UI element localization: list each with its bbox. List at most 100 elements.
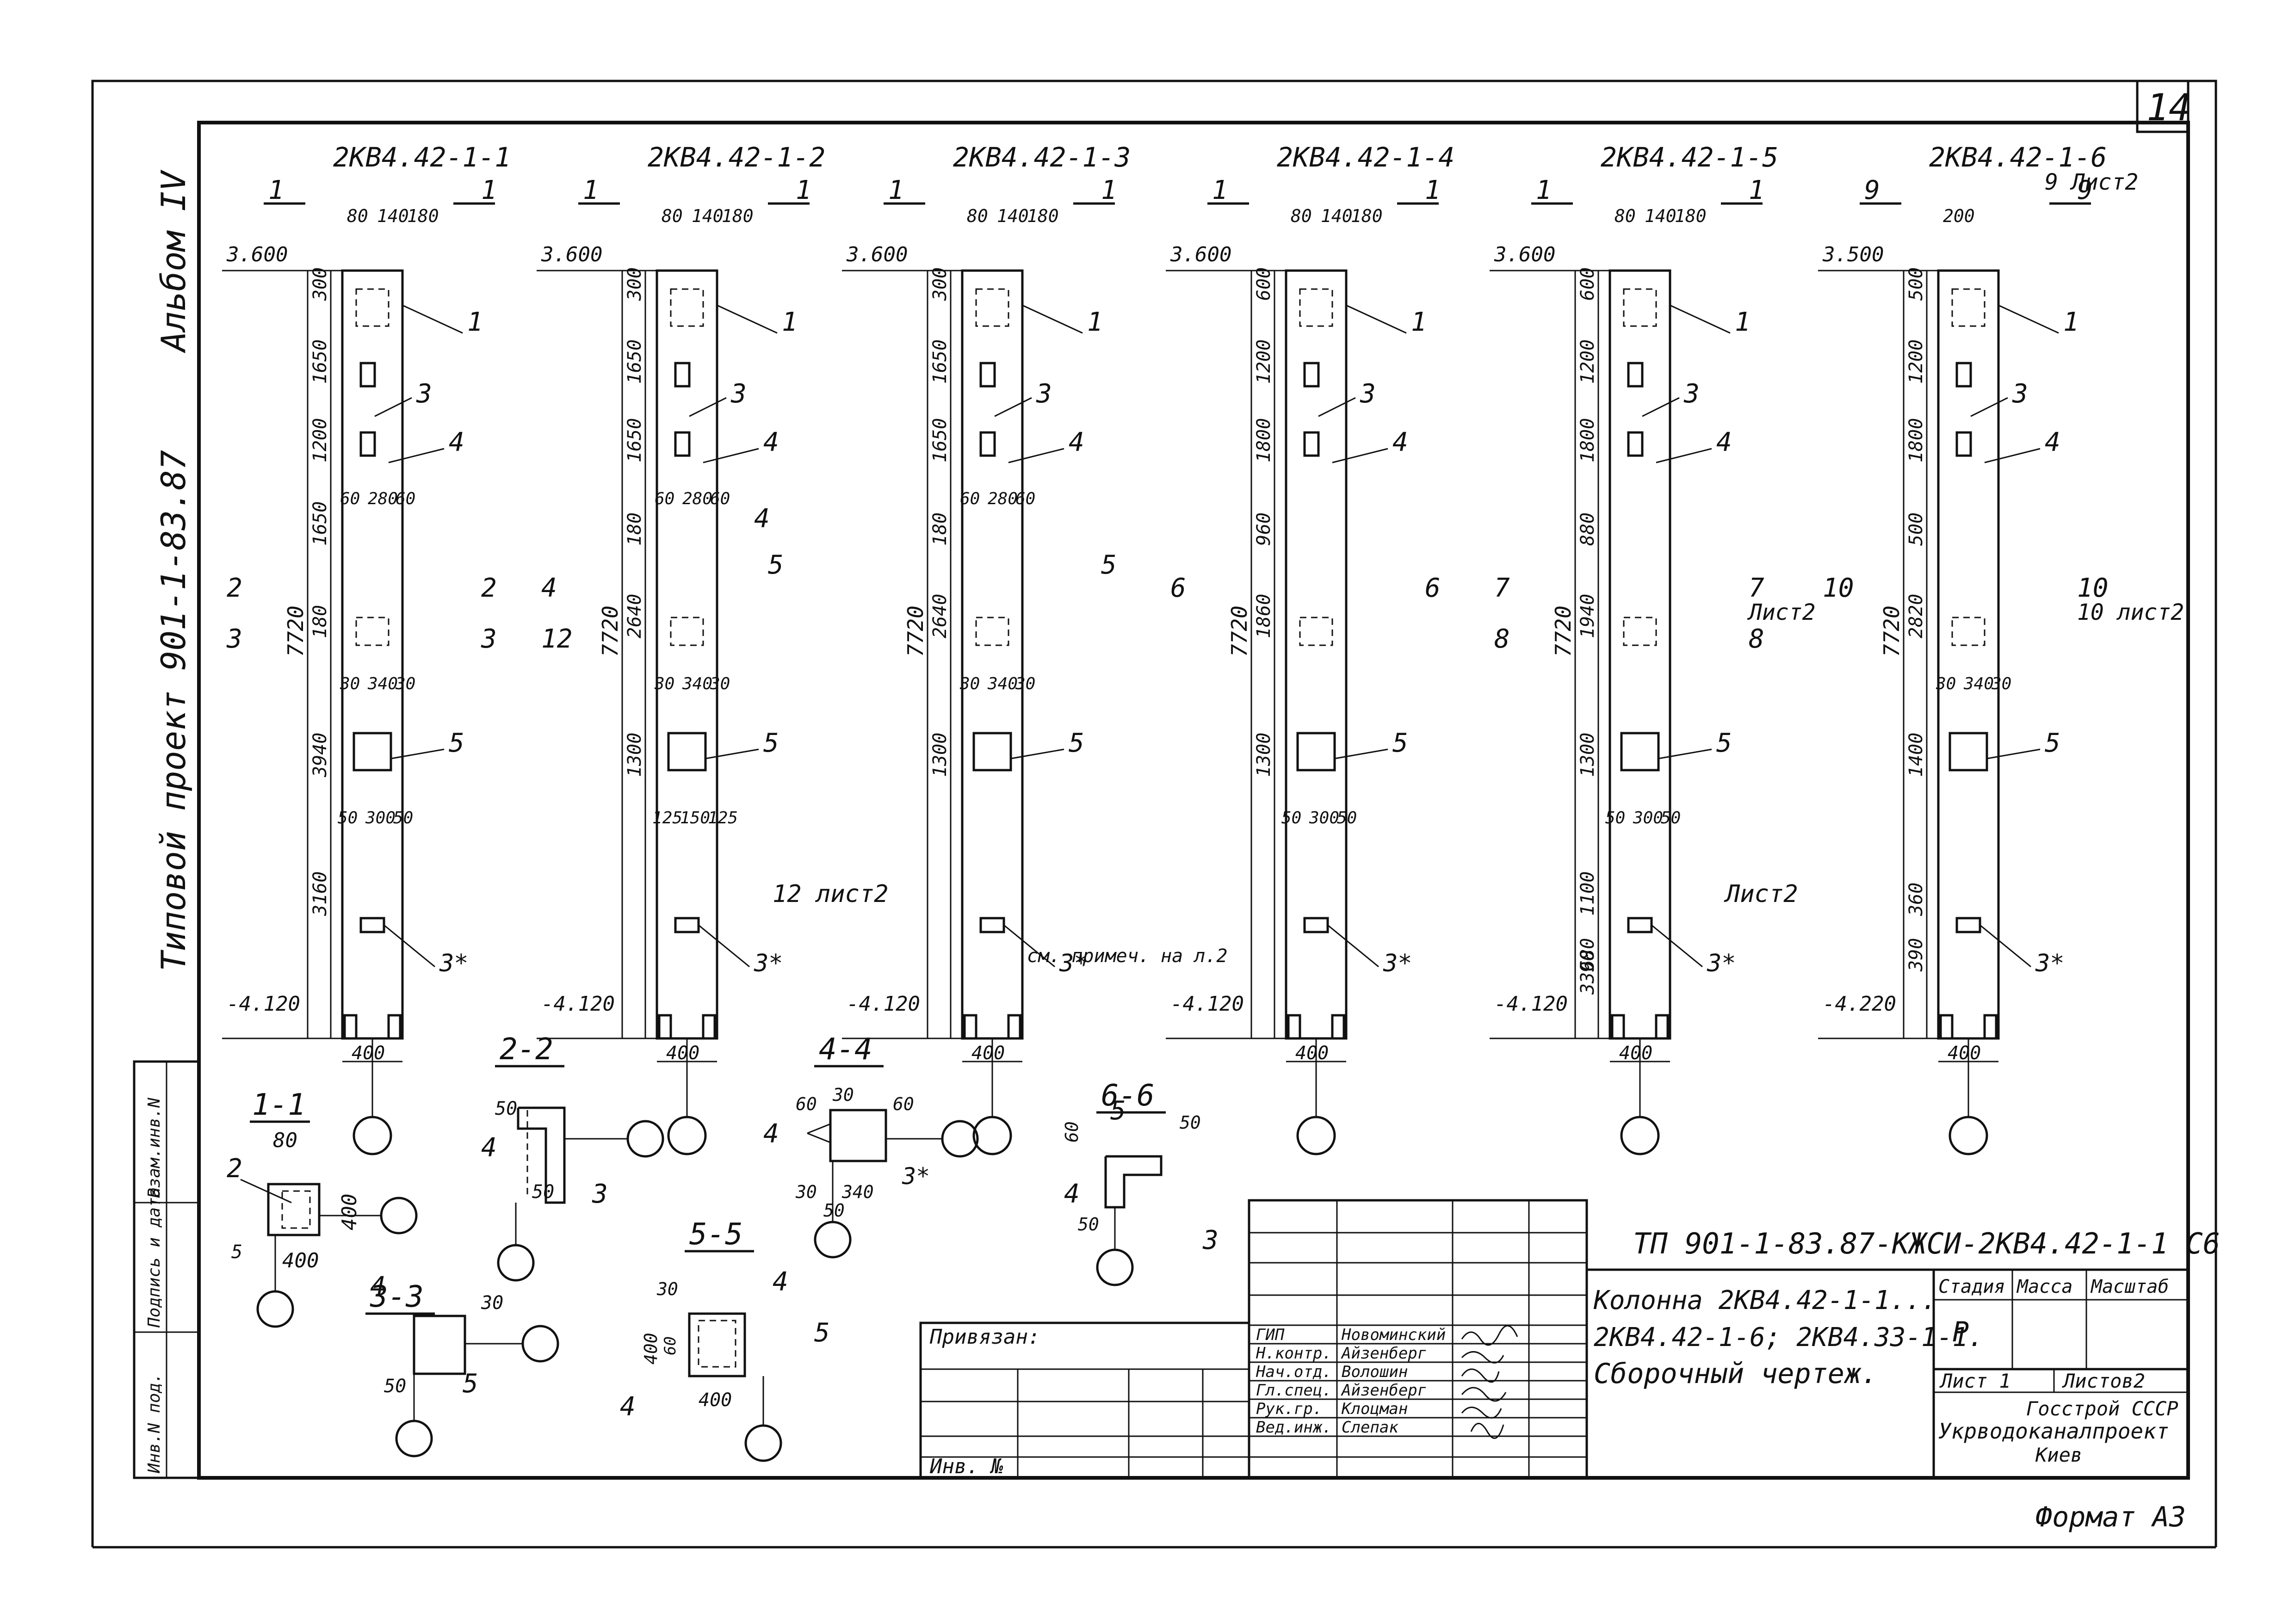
column-6-dim-2: 1200 (1905, 340, 1927, 384)
column-1-hole-width-1: 50 (338, 809, 358, 827)
sheet-number-box (2136, 80, 2190, 133)
section-6-6-dim-50a: 50 (1180, 1112, 1201, 1133)
section-5-5-dim-400a: 400 (641, 1333, 661, 1365)
base-width-6: 400 (1948, 1043, 1981, 1064)
name-line-1: Колонна 2КВ4.42-1-1... (1593, 1285, 1937, 1315)
column-1-top-width-1: 80 (347, 206, 368, 226)
staff-name-0: Новоминский (1341, 1326, 1446, 1344)
mark-3-s66: 3 (1202, 1225, 1219, 1255)
staff-role-3: Гл.спец. (1256, 1381, 1332, 1400)
top-level-4: 3.600 (1170, 243, 1231, 266)
column-3-mid-width-2: 280 (988, 489, 1018, 508)
mark-5-s66: 5 (1110, 1096, 1126, 1126)
section-4-4-dim-30b: 30 (795, 1182, 817, 1202)
column-height-6: 7720 (1879, 605, 1904, 657)
mark-4-col3: 4 (1069, 427, 1084, 457)
column-6-top-width-1: 200 (1943, 206, 1975, 226)
mark-5-col6: 5 (2045, 728, 2060, 758)
cut-left-6: 9 (1864, 175, 1880, 205)
column-6-dim-5: 2820 (1905, 594, 1927, 638)
column-2-dim-1: 300 (624, 267, 645, 301)
mark-4-col2: 4 (763, 427, 779, 457)
column-3-dim-5: 2640 (929, 594, 951, 638)
cut-a-4: 6 (1170, 573, 1186, 603)
cut-a-note-5: Лист2 (1747, 599, 1816, 625)
bottom-level-5: -4.120 (1494, 992, 1568, 1016)
inner-frame (197, 121, 2190, 1480)
section-4-4-dim-60b: 60 (893, 1094, 914, 1114)
column-height-4: 7720 (1227, 605, 1252, 657)
cut-left-5: 1 (1536, 175, 1552, 205)
section-4-4: 4-4 4 3* 60 30 60 30 340 50 (763, 1032, 979, 1259)
mark-3-col6: 3 (2012, 379, 2028, 409)
section-5-5-dim-30: 30 (656, 1279, 678, 1299)
cut-b-5: 8 (1494, 624, 1510, 654)
column-4-dim-6: 1300 (1253, 733, 1274, 777)
mark-5-col3: 5 (1069, 728, 1084, 758)
top-level-3: 3.600 (846, 243, 908, 266)
staff-role-1: Н.контр. (1256, 1344, 1332, 1363)
mark-3star-col2: 3* (754, 950, 783, 977)
column-title-5: 2КВ4.42-1-5 (1601, 142, 1778, 173)
mark-5-col2: 5 (763, 728, 779, 758)
column-title-2: 2КВ4.42-1-2 (648, 142, 825, 173)
section-3-3-dim-30: 30 (481, 1292, 503, 1314)
cut-right-4: 1 (1425, 175, 1441, 205)
mark-4-col4: 4 (1392, 427, 1408, 457)
column-2-hole-width-3: 125 (708, 809, 738, 827)
column-2-top-width-2: 140 (692, 206, 724, 226)
staff-role-5: Вед.инж. (1256, 1418, 1332, 1437)
column-foot-left-5 (1611, 1014, 1625, 1040)
column-4-hole-width-1: 50 (1281, 809, 1301, 827)
column-6-dim-4: 500 (1905, 513, 1927, 546)
axis-marker-1 (353, 1116, 392, 1155)
cut-right-5: 1 (1749, 175, 1764, 205)
column-title-6: 2КВ4.42-1-6 (1929, 142, 2107, 173)
axis-marker-2 (667, 1116, 707, 1155)
section-title-1-1: 1-1 (252, 1088, 306, 1122)
column-1-top-width-2: 140 (377, 206, 409, 226)
column-1-low-width-2: 340 (367, 674, 398, 693)
outer-border (91, 80, 2217, 1547)
org-line-1: Госстрой СССР (2026, 1397, 2178, 1420)
mark-1-col5: 1 (1735, 307, 1751, 337)
column-1-dim-7: 3160 (309, 871, 331, 916)
column-foot-right-5 (1655, 1014, 1669, 1040)
base-width-3: 400 (971, 1043, 1005, 1064)
mark-1-col6: 1 (2063, 307, 2079, 337)
inv-label: Инв. № (929, 1455, 1003, 1478)
column-foot-right-6 (1983, 1014, 1998, 1040)
staff-name-3: Айзенберг (1341, 1381, 1427, 1400)
mark-4-s55b: 4 (620, 1392, 636, 1422)
mark-4-col5: 4 (1716, 427, 1732, 457)
column-1-dim-4: 1650 (309, 501, 331, 546)
column-2-dim-5: 2640 (624, 594, 645, 638)
column-5-dim-8: 680 (1577, 938, 1598, 971)
mark-4-col6: 4 (2045, 427, 2060, 457)
column-6-dim-7: 360 (1905, 883, 1927, 916)
top-level-1: 3.600 (226, 243, 288, 266)
column-2-hole-width-2: 150 (680, 809, 710, 827)
mark-3-col4: 3 (1360, 379, 1376, 409)
column-2-top-width-3: 180 (722, 206, 754, 226)
mass-label: Масса (2016, 1276, 2072, 1297)
sheet-label: Лист 1 (1939, 1370, 2011, 1392)
column-5-dim-6: 1300 (1577, 733, 1598, 777)
cut-a-right-5: 7 (1749, 573, 1764, 603)
mark-3-col1: 3 (416, 379, 432, 409)
cut-a-note-6: 10 лист2 (2077, 599, 2184, 625)
sheet-number: 14 (2147, 86, 2191, 129)
column-4-hole-width-2: 300 (1309, 809, 1339, 827)
mark-4-s22: 4 (481, 1133, 497, 1163)
column-5-top-width-3: 180 (1675, 206, 1707, 226)
bottom-level-6: -4.220 (1823, 992, 1896, 1016)
column-2-dim-3: 1650 (624, 418, 645, 463)
column-5-hole-width-3: 50 (1661, 809, 1681, 827)
section-5-5-dim-400b: 400 (699, 1389, 732, 1411)
column-height-3: 7720 (903, 605, 928, 657)
column-6-low-width-1: 30 (1936, 674, 1956, 693)
mark-3-col2: 3 (730, 379, 747, 409)
column-foot-right-4 (1331, 1014, 1345, 1040)
staff-role-0: ГИП (1256, 1326, 1285, 1344)
